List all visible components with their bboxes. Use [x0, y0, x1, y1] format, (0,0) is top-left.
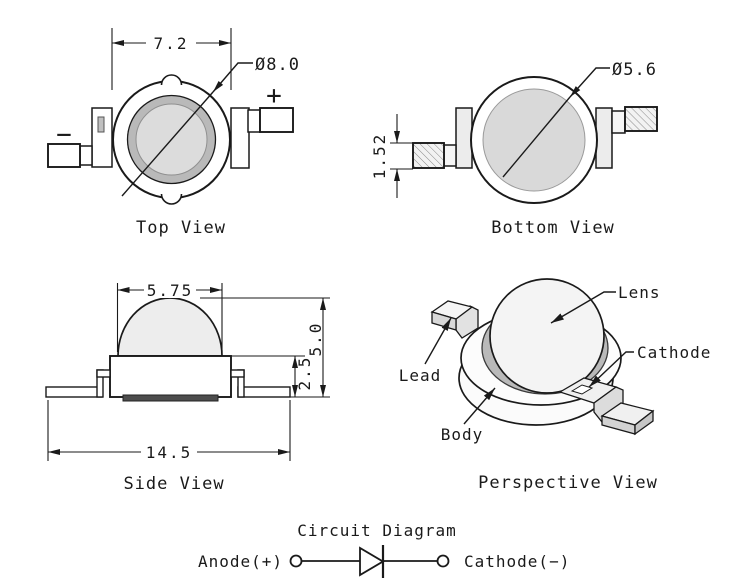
bottom-view: 1.52 Ø5.6 Bottom View [370, 60, 658, 238]
perspective-package [430, 278, 655, 436]
top-view-right-lead-neck [247, 109, 261, 133]
leader-line [212, 62, 253, 93]
circuit-diagram: Circuit Diagram Anode(+) Cathode(−) [198, 521, 570, 578]
bottom-view-left-solder-pad [412, 142, 445, 169]
top-view-minus-mark: − [56, 120, 72, 150]
top-view-bottom-notch [160, 193, 183, 205]
perspective-body-label: Body [441, 425, 484, 444]
side-view-body [109, 355, 232, 398]
bottom-view-right-tab [595, 107, 613, 169]
circuit-title: Circuit Diagram [297, 521, 457, 540]
side-view-lens-width-label: 5.75 [147, 281, 194, 300]
lead-leader-line [424, 317, 452, 365]
dimension-label-backing [141, 443, 197, 461]
perspective-cathode-label: Cathode [637, 343, 711, 362]
bottom-view-title: Bottom View [491, 218, 615, 238]
top-view-left-lead-pad [47, 143, 81, 168]
top-view-left-lead-neck [79, 145, 93, 166]
perspective-lens-label: Lens [618, 283, 661, 302]
perspective-lead-label: Lead [399, 366, 442, 385]
dimension-label-backing [146, 33, 196, 52]
side-view-dome-lens [117, 297, 223, 357]
right-lead-arm [230, 369, 245, 378]
bottom-view-lead-dimension-label: 1.52 [370, 133, 389, 180]
top-view-package [47, 74, 294, 205]
circuit-cathode-label: Cathode(−) [464, 552, 570, 571]
side-view-right-lead [230, 369, 291, 398]
dimension-label-backing [144, 281, 196, 298]
circuit-anode-label: Anode(+) [198, 552, 283, 571]
bottom-view-diameter-callout [502, 67, 610, 178]
side-view: 5.75 5.0 2.5 14.5 Side View [45, 281, 330, 494]
bottom-view-right-solder-pad [624, 106, 658, 132]
side-view-total-width-label: 14.5 [146, 443, 193, 462]
left-lead-foot [45, 386, 103, 398]
diode-triangle-icon [359, 546, 385, 577]
diode-symbol [289, 545, 450, 578]
perspective-dome-lens [489, 278, 605, 394]
side-view-body-height-label: 2.5 [295, 356, 314, 391]
top-view-left-tab-slot [97, 116, 105, 133]
bottom-view-left-lead-neck [443, 144, 457, 167]
right-lead-foot [237, 386, 291, 398]
leader-line [569, 67, 610, 98]
bottom-view-right-lead-neck [611, 110, 626, 134]
top-view-left-tab [91, 107, 113, 168]
top-view-width-dimension-label: 7.2 [154, 34, 189, 53]
top-view-plus-mark: + [266, 81, 282, 111]
perspective-right-lead [558, 377, 655, 436]
bottom-view-left-tab [455, 107, 473, 169]
right-lead-paddle-end [634, 409, 654, 436]
top-view-right-lead-pad [259, 107, 294, 133]
anode-terminal-icon [289, 554, 303, 568]
diameter-line [121, 91, 214, 197]
bottom-view-lead-dimension [390, 114, 413, 198]
top-view: 7.2 Ø8.0 + − Top View [47, 28, 300, 238]
perspective-view-title: Perspective View [478, 473, 658, 493]
top-view-diameter-label: Ø8.0 [255, 55, 300, 75]
side-view-thermal-slug [122, 394, 219, 402]
perspective-callout-leaders [424, 291, 634, 425]
side-view-package [45, 297, 291, 402]
bottom-view-diameter-label: Ø5.6 [612, 60, 657, 80]
body-leader-line [463, 387, 496, 425]
perspective-view: Lens Cathode Lead Body Perspective View [399, 278, 711, 493]
right-lead-cathode-slot [570, 384, 594, 395]
top-view-right-tab [230, 107, 250, 169]
top-view-diameter-callout [121, 62, 253, 197]
side-view-title: Side View [123, 474, 224, 494]
cathode-terminal-icon [436, 554, 450, 568]
lens-leader-line [550, 291, 616, 324]
perspective-left-lead [430, 300, 479, 339]
diameter-line [502, 96, 571, 178]
side-view-left-lead [45, 369, 111, 398]
top-view-title: Top View [136, 218, 226, 238]
side-view-total-height-label: 5.0 [306, 322, 325, 357]
left-lead-arm [96, 369, 111, 378]
top-view-top-notch [160, 74, 183, 86]
cathode-leader-line [588, 351, 634, 388]
bottom-view-package [412, 76, 658, 204]
